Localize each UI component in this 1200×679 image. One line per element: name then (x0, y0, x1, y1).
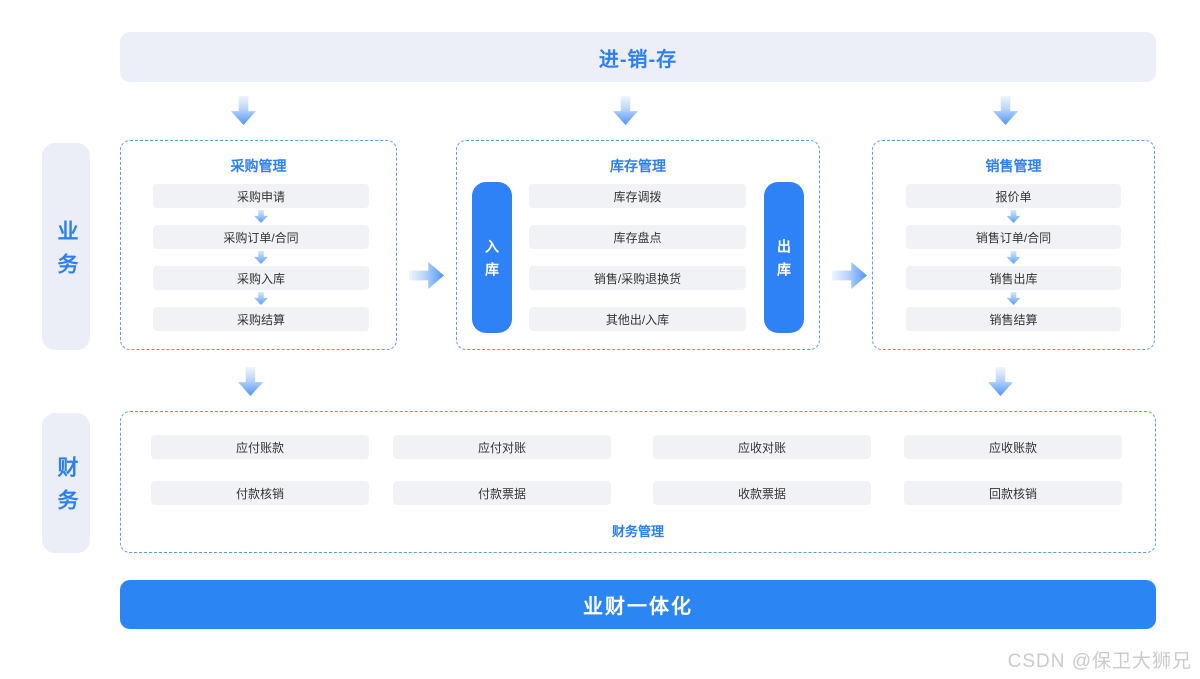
mini-down-arrow-icon (254, 292, 268, 305)
inventory-group-title: 库存管理 (610, 158, 666, 174)
node-other-in-out: 其他出/入库 (529, 307, 746, 331)
finance-group-title: 财务管理 (611, 524, 664, 539)
node-payment-notes: 付款票据 (393, 481, 611, 505)
sidebar-finance-label: 财务 (55, 456, 78, 522)
node-accounts-payable: 应付账款 (151, 435, 369, 459)
top-banner-label: 进-销-存 (598, 48, 678, 71)
down-arrow-icon (613, 96, 638, 125)
purchase-group-title: 采购管理 (230, 158, 287, 174)
node-sales-outbound: 销售出库 (906, 266, 1121, 290)
inventory-group: 库存管理 入库 库存调拨 库存盘点 销售/采购退换货 其他出/入库 出库 (456, 140, 820, 350)
node-sales-order: 销售订单/合同 (906, 225, 1121, 249)
sales-group: 销售管理 报价单 销售订单/合同 销售出库 销售结算 (872, 140, 1155, 350)
mini-down-arrow-icon (1006, 210, 1021, 223)
node-returns: 销售/采购退换货 (529, 266, 746, 290)
top-banner: 进-销-存 (120, 32, 1156, 82)
sidebar-business-label: 业务 (55, 219, 78, 286)
node-payment-writeoff: 付款核销 (151, 481, 369, 505)
sales-flow: 报价单 销售订单/合同 销售出库 销售结算 (906, 184, 1121, 331)
node-purchase-inbound: 采购入库 (153, 266, 369, 290)
purchase-flow: 采购申请 采购订单/合同 采购入库 采购结算 (153, 184, 369, 331)
sidebar-business: 业务 (42, 143, 90, 350)
node-purchase-order: 采购订单/合同 (153, 225, 369, 249)
sidebar-finance: 财务 (42, 413, 90, 553)
node-receipt-notes: 收款票据 (653, 481, 871, 505)
sales-group-title: 销售管理 (985, 158, 1042, 174)
watermark: CSDN @保卫大狮兄 (1007, 651, 1192, 672)
bottom-banner-label: 业财一体化 (583, 596, 693, 618)
node-receivable-reconcile: 应收对账 (653, 435, 871, 459)
node-stock-count: 库存盘点 (529, 225, 746, 249)
down-arrow-icon (238, 367, 263, 396)
mini-down-arrow-icon (1006, 292, 1021, 305)
right-arrow-icon (832, 262, 867, 289)
node-purchase-request: 采购申请 (153, 184, 369, 208)
inbound-pill: 入库 (472, 182, 512, 333)
mini-down-arrow-icon (254, 210, 268, 223)
bottom-banner: 业财一体化 (120, 580, 1156, 629)
node-accounts-receivable: 应收账款 (904, 435, 1122, 459)
node-sales-settlement: 销售结算 (906, 307, 1121, 331)
outbound-pill: 出库 (764, 182, 804, 333)
mini-down-arrow-icon (1006, 251, 1021, 264)
right-arrow-icon (409, 262, 444, 289)
node-stock-transfer: 库存调拨 (529, 184, 746, 208)
purchase-group: 采购管理 采购申请 采购订单/合同 采购入库 采购结算 (120, 140, 397, 350)
node-purchase-settlement: 采购结算 (153, 307, 369, 331)
down-arrow-icon (993, 96, 1018, 125)
down-arrow-icon (988, 367, 1013, 396)
node-payable-reconcile: 应付对账 (393, 435, 611, 459)
mini-down-arrow-icon (254, 251, 268, 264)
node-quotation: 报价单 (906, 184, 1121, 208)
inbound-pill-label: 入库 (484, 239, 500, 285)
finance-group: 应付账款 应付对账 应收对账 应收账款 付款核销 付款票据 收款票据 回款核销 … (120, 411, 1156, 553)
outbound-pill-label: 出库 (776, 239, 792, 285)
inventory-items: 库存调拨 库存盘点 销售/采购退换货 其他出/入库 (529, 184, 746, 331)
down-arrow-icon (231, 96, 256, 125)
node-collection-writeoff: 回款核销 (904, 481, 1122, 505)
